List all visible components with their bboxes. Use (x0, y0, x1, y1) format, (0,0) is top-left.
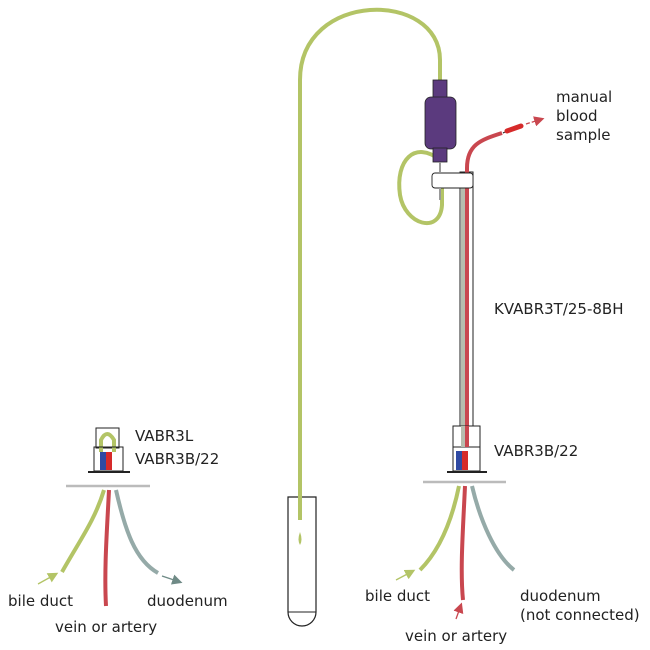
label-manual: manual (556, 88, 612, 106)
blue-channel-right (456, 451, 462, 470)
bile-tube-right (418, 485, 461, 572)
label-vein-left: vein or artery (55, 618, 157, 636)
blood-tube-right (459, 485, 467, 601)
label-sample: sample (556, 126, 611, 144)
label-vein-right: vein or artery (405, 627, 507, 645)
sample-arrow (525, 116, 545, 127)
duodenum-arrow (161, 574, 183, 585)
bile-arrow (37, 572, 59, 585)
bile-loop (99, 432, 116, 452)
label-duodenum-right: duodenum (520, 587, 601, 605)
drop (298, 532, 302, 545)
label-bile-duct-right: bile duct (365, 587, 430, 605)
duodenum-tube-right (470, 485, 516, 572)
syringe-neck (432, 147, 448, 163)
left-port-assembly (37, 427, 183, 607)
bile-arrow-right (395, 569, 416, 581)
label-vabr3l: VABR3L (135, 427, 194, 445)
clamp (431, 172, 474, 189)
red-channel-right (462, 451, 468, 470)
bile-collection-line (298, 7, 442, 520)
red-channel (106, 452, 112, 470)
blood-tube (103, 489, 111, 607)
bile-loop-right (397, 150, 444, 226)
label-bile-duct-left: bile duct (8, 592, 73, 610)
sample-syringe-tip (504, 123, 524, 134)
test-tube (287, 496, 317, 627)
label-not-connected: (not connected) (520, 606, 640, 624)
vein-arrow-right (453, 602, 464, 620)
blood-sample-line (465, 131, 503, 200)
syringe-body (424, 96, 457, 150)
blue-channel (100, 452, 106, 470)
label-duodenum-left: duodenum (147, 592, 228, 610)
label-vabr3b-right: VABR3B/22 (494, 442, 578, 460)
bile-tube (60, 489, 106, 573)
label-vabr3b-left: VABR3B/22 (135, 450, 219, 468)
right-assembly (395, 79, 545, 620)
syringe-cap (432, 79, 448, 99)
label-catheter: KVABR3T/25-8BH (494, 300, 624, 318)
label-blood: blood (556, 107, 598, 125)
duodenum-tube (114, 489, 160, 575)
